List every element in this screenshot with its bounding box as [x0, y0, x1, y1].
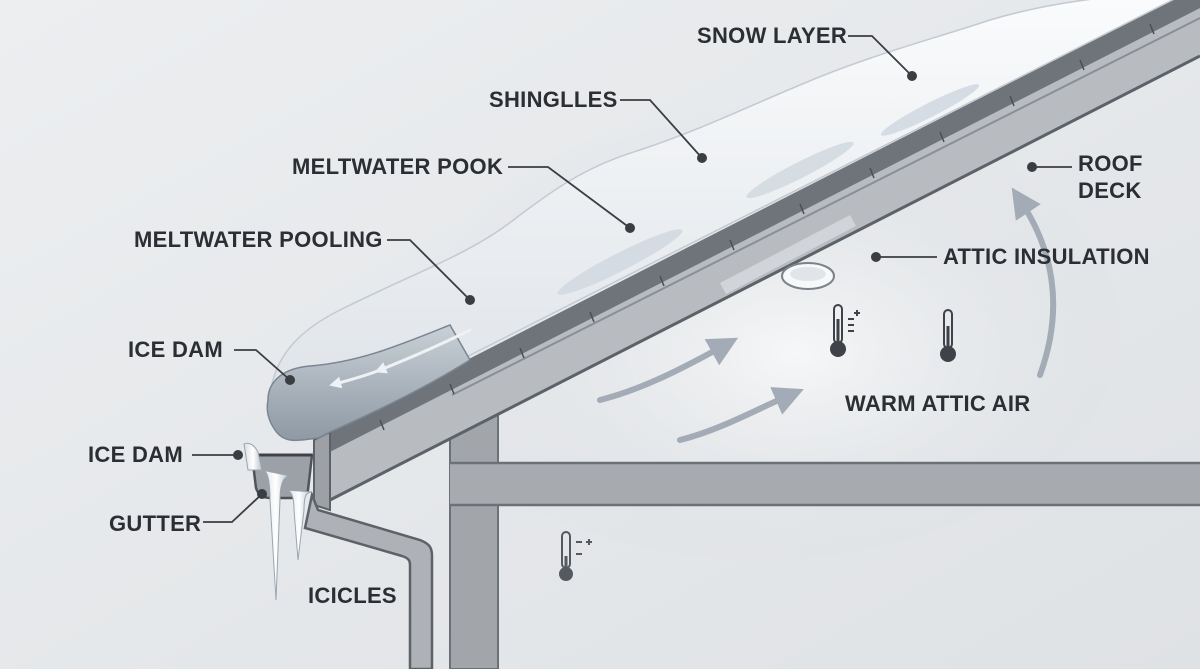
leader-dots — [233, 71, 1037, 499]
meltwater-flow-arrow-icon — [329, 328, 472, 389]
label-ice-dam-lower: ICE DAM — [88, 442, 183, 467]
icicles — [243, 442, 313, 601]
leader-lines — [192, 35, 1072, 523]
label-roof-deck-line2: DECK — [1078, 178, 1142, 203]
downspout — [303, 490, 434, 669]
meltwater-pockets — [557, 84, 980, 295]
label-gutter: GUTTER — [109, 511, 202, 536]
label-attic-insulation: ATTIC INSULATION — [943, 244, 1150, 269]
ceiling-joist — [450, 461, 1200, 507]
thermometer-cold-icon — [559, 531, 592, 581]
attic-insulation-batt — [720, 215, 856, 294]
label-warm-attic-air: WARM ATTIC AIR — [845, 391, 1031, 416]
warm-air-arrow-icon — [597, 187, 1057, 443]
label-shingles: SHINGLLES — [489, 87, 618, 112]
fascia-board — [313, 430, 331, 512]
label-roof-deck-line1: ROOF — [1078, 151, 1143, 176]
shingles — [314, 0, 1200, 458]
label-meltwater-pooling: MELTWATER POOLING — [134, 227, 383, 252]
label-snow-layer: SNOW LAYER — [697, 23, 848, 48]
thermometer-icon — [940, 309, 956, 362]
thermometer-rising-icon — [830, 304, 860, 357]
label-roof-deck: ROOF DECK — [1078, 150, 1143, 204]
label-icicles: ICICLES — [308, 583, 397, 608]
label-meltwater-pook: MELTWATER POOK — [292, 154, 504, 179]
label-ice-dam-upper: ICE DAM — [128, 337, 223, 362]
attic-vent-icon — [781, 262, 835, 290]
